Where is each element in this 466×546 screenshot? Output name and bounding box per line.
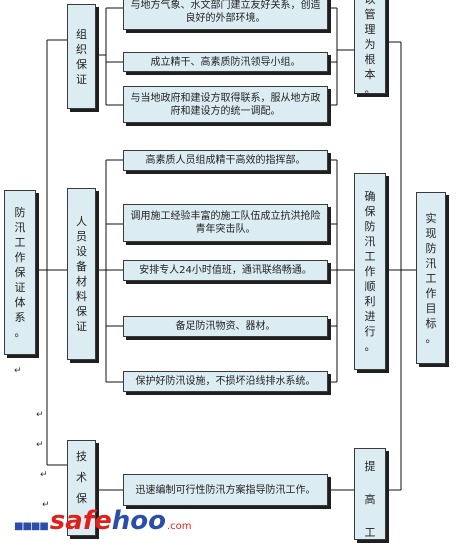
group-org-box: 组 织 保 证 — [67, 4, 96, 109]
group-personnel-char: 证 — [76, 320, 87, 333]
outcome-char: 防 — [364, 220, 376, 233]
root-char: 作 — [14, 251, 26, 264]
outcome-char: 管 — [364, 7, 376, 21]
group-personnel-char: 保 — [76, 305, 87, 318]
measure-text: 调用施工经验丰富的施工队伍成立抗洪抢险青年突击队。 — [130, 211, 321, 235]
root-char: 汛 — [14, 221, 26, 234]
measure-box: 备足防汛物资、器材。 — [123, 316, 328, 337]
safehoo-logo: ■■■■ safe hoo .com — [14, 506, 192, 536]
root-char: 体 — [14, 296, 26, 309]
group-personnel-char: 员 — [76, 230, 87, 243]
measure-text: 与当地政府和建设方取得联系，服从地方政府和建设方的统一调配。 — [130, 92, 321, 117]
outcome-char: 进 — [364, 310, 376, 323]
measure-box: 与地方气象、水文部门建立友好关系，创造良好的外部环境。 — [123, 0, 328, 30]
outcome-char: 保 — [364, 205, 376, 218]
root-box: 防 汛 工 作 保 证 体 系 。 — [4, 190, 36, 355]
group-tech-char: 术 — [76, 471, 87, 484]
group-personnel-box: 人 员 设 备 材 料 保 证 — [67, 188, 96, 360]
outcome-char: 以 — [355, 0, 385, 7]
return-mark: ↵ — [40, 470, 48, 480]
group-org-char: 组 — [76, 27, 87, 41]
goal-char: 作 — [425, 286, 437, 300]
measure-box: 成立精干、高素质防汛领导小组。 — [123, 52, 328, 72]
logo-safe: safe — [49, 506, 112, 536]
measure-box: 迅速编制可行性防汛方案指导防汛工作。 — [123, 474, 328, 506]
group-org-char: 织 — [76, 42, 87, 56]
outcome-char: 本 — [364, 67, 376, 81]
measure-text: 备足防汛物资、器材。 — [175, 321, 276, 332]
outcome-char: 提 — [364, 460, 376, 473]
outcome-char: 。 — [364, 82, 376, 96]
outcome-char: 确 — [364, 190, 376, 203]
outcome-char: 高 — [364, 493, 376, 506]
measure-text: 安排专人24小时值班，通讯联络畅通。 — [139, 265, 312, 276]
group-tech-char: 技 — [76, 450, 87, 463]
outcome-improve-box: 提 高 工 — [354, 448, 386, 540]
outcome-char: 为 — [364, 37, 376, 51]
logo-hoo: hoo — [111, 506, 166, 536]
group-org-char: 保 — [76, 57, 87, 71]
group-personnel-char: 材 — [76, 275, 87, 288]
measure-text: 高素质人员组成精干高效的指挥部。 — [145, 155, 306, 166]
measure-text: 迅速编制可行性防汛方案指导防汛工作。 — [135, 484, 316, 496]
outcome-char: 工 — [364, 250, 376, 263]
root-char: 系 — [14, 311, 26, 324]
measure-text: 与地方气象、水文部门建立友好关系，创造良好的外部环境。 — [130, 0, 321, 24]
goal-char: 目 — [425, 301, 437, 315]
measure-box: 调用施工经验丰富的施工队伍成立抗洪抢险青年突击队。 — [123, 204, 328, 242]
logo-dots: ■■■■ — [14, 521, 49, 532]
root-char: 证 — [14, 281, 26, 294]
outcome-management-box: 以 管 理 为 根 本 。 — [354, 0, 386, 96]
goal-char: 汛 — [425, 256, 437, 270]
outcome-char: 。 — [364, 340, 376, 353]
group-personnel-char: 人 — [76, 215, 87, 228]
group-tech-char: 保 — [76, 492, 87, 505]
outcome-char: 根 — [364, 52, 376, 66]
goal-box: 实 现 防 汛 工 作 目 标 。 — [416, 192, 446, 364]
outcome-char: 汛 — [364, 235, 376, 248]
return-mark: ↵ — [36, 440, 44, 450]
root-char: 。 — [14, 326, 26, 339]
goal-char: 标 — [425, 316, 437, 330]
outcome-char: 顺 — [364, 280, 376, 293]
goal-char: 现 — [425, 226, 437, 240]
return-mark: ↵ — [14, 366, 22, 376]
outcome-char: 行 — [364, 325, 376, 338]
return-mark: ↵ — [36, 410, 44, 420]
measure-box: 保护好防汛设施，不损坏沿线排水系统。 — [123, 371, 328, 392]
return-mark: ↵ — [42, 500, 50, 510]
group-org-char: 证 — [76, 72, 87, 86]
goal-char: 。 — [425, 331, 437, 345]
measure-box: 与当地政府和建设方取得联系，服从地方政府和建设方的统一调配。 — [123, 86, 328, 123]
group-personnel-char: 料 — [76, 290, 87, 303]
root-char: 防 — [14, 206, 26, 219]
root-char: 工 — [14, 236, 26, 249]
measure-text: 成立精干、高素质防汛领导小组。 — [150, 56, 301, 68]
outcome-ensure-box: 确 保 防 汛 工 作 顺 利 进 行 。 — [354, 173, 386, 370]
goal-char: 防 — [425, 241, 437, 255]
logo-suffix: .com — [167, 521, 192, 532]
measure-text: 保护好防汛设施，不损坏沿线排水系统。 — [135, 376, 316, 387]
root-char: 保 — [14, 266, 26, 279]
outcome-char: 工 — [364, 526, 376, 539]
outcome-char: 理 — [364, 22, 376, 36]
group-personnel-char: 备 — [76, 260, 87, 273]
goal-char: 工 — [425, 271, 437, 285]
outcome-char: 利 — [364, 295, 376, 308]
group-personnel-char: 设 — [76, 245, 87, 258]
outcome-char: 作 — [364, 265, 376, 278]
measure-box: 安排专人24小时值班，通讯联络畅通。 — [123, 260, 328, 281]
group-tech-box: 技 术 保 — [67, 440, 96, 536]
goal-char: 实 — [425, 211, 437, 225]
measure-box: 高素质人员组成精干高效的指挥部。 — [123, 150, 328, 171]
